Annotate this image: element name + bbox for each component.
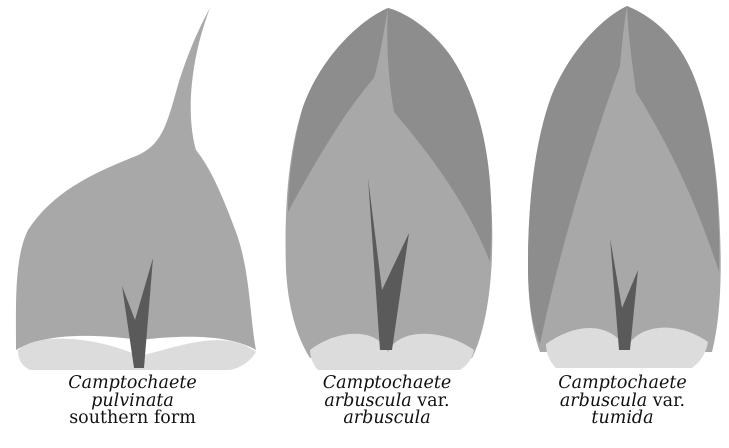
panel-arbuscula: Camptochaete arbuscula var. arbuscula (276, 0, 498, 448)
caption-form: southern form (0, 410, 265, 428)
caption-arbuscula: Camptochaete arbuscula var. arbuscula (276, 375, 498, 428)
caption-tumida: Camptochaete arbuscula var. tumida (516, 375, 729, 428)
caption-variety: tumida (516, 410, 729, 428)
panel-tumida: Camptochaete arbuscula var. tumida (516, 0, 729, 448)
caption-genus: Camptochaete (0, 375, 265, 393)
panel-pulvinata: Camptochaete pulvinata southern form (0, 0, 265, 448)
caption-pulvinata: Camptochaete pulvinata southern form (0, 375, 265, 428)
leaf-blade (16, 8, 256, 350)
caption-variety: arbuscula (276, 410, 498, 428)
